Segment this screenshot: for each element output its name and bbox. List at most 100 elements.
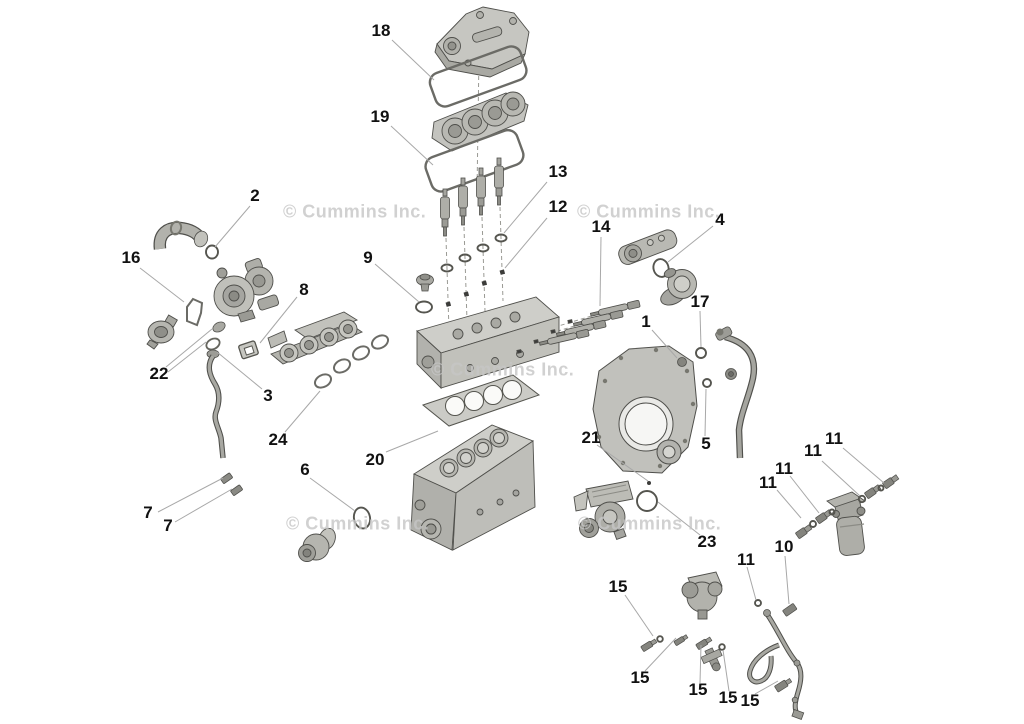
callout-1[interactable]: 1 [641,312,651,331]
leader-line-11 [789,475,820,514]
turbo-gasket [186,297,204,327]
leader-line-11 [821,460,861,497]
rocker-assembly [431,91,529,152]
head-gasket [421,374,541,427]
callout-15[interactable]: 15 [608,577,628,596]
leader-line-4 [667,225,714,263]
callout-7[interactable]: 7 [143,503,153,522]
turbo-drain-gasket [238,340,259,360]
leader-line-22 [167,341,207,373]
leader-line-15 [699,644,702,684]
callout-11[interactable]: 11 [825,429,843,448]
leader-line-16 [139,267,185,303]
callout-3[interactable]: 3 [263,386,273,405]
exhaust-outlet [146,314,178,350]
leader-line-12 [504,217,548,269]
leader-line-15 [754,680,779,695]
callout-4[interactable]: 4 [715,210,725,229]
callout-9[interactable]: 9 [363,248,373,267]
leader-line-2 [214,205,251,248]
injector-seal-washers [440,233,508,273]
leader-line-11 [842,447,885,484]
callout-10[interactable]: 10 [774,537,794,556]
leader-line-3 [216,351,263,390]
leader-line-11 [776,489,802,519]
leader-line-8 [259,296,298,344]
injector-clamps [445,269,506,307]
filter-banjo-bolts [795,474,900,539]
leader-line-14 [599,236,602,307]
callout-15[interactable]: 15 [630,668,650,687]
fuel-injectors [440,157,504,237]
leader-line-6 [309,477,356,512]
leader-line-1 [651,329,678,359]
callout-20[interactable]: 20 [365,450,385,469]
callout-17[interactable]: 17 [690,292,710,311]
fuel-injection-pump [681,571,723,620]
callout-21[interactable]: 21 [581,428,601,447]
callout-11[interactable]: 11 [804,441,822,460]
pump-fittings [640,599,798,693]
exhaust-manifold-gaskets [313,334,390,389]
leader-line-15 [722,649,730,692]
housing-plugs-washers [677,357,737,388]
vband-clamps [205,321,226,351]
leader-line-13 [503,181,548,234]
callout-22[interactable]: 22 [149,364,169,383]
leader-line-5 [704,388,707,437]
fuel-filter [826,491,866,556]
valve-cover-gasket [428,45,528,108]
air-intake-elbow [153,220,209,250]
leader-line-24 [284,390,321,433]
water-pump [298,506,372,562]
callout-15[interactable]: 15 [688,680,708,699]
callout-12[interactable]: 12 [548,197,568,216]
leader-line-22 [165,328,213,368]
callout-11[interactable]: 11 [737,550,755,569]
callout-6[interactable]: 6 [300,460,310,479]
callout-18[interactable]: 18 [371,21,391,40]
air-compressor [573,480,658,541]
callout-16[interactable]: 16 [121,248,141,267]
exhaust-manifold [267,311,363,365]
flywheel-housing [592,345,698,474]
leader-line-18 [391,39,435,81]
leader-line-7 [174,488,233,523]
callout-15[interactable]: 15 [718,688,738,707]
leader-line-21 [596,444,649,482]
turbocharger [213,258,280,323]
leader-line-9 [374,263,420,303]
leader-line-20 [385,430,439,453]
thermostat-housing [660,268,707,359]
cylinder-head [416,296,560,390]
fuel-supply-line [747,609,805,720]
callout-7[interactable]: 7 [163,516,173,535]
thermostat [415,273,434,314]
callout-11[interactable]: 11 [775,459,793,478]
callout-8[interactable]: 8 [299,280,309,299]
leader-line-23 [657,501,701,536]
callout-14[interactable]: 14 [591,217,611,236]
leader-line-15 [624,594,654,637]
callout-24[interactable]: 24 [268,430,288,449]
dipstick-tube [715,326,758,459]
callout-2[interactable]: 2 [250,186,260,205]
leader-line-7 [157,477,224,513]
engine-block [410,424,536,551]
leader-line-17 [699,310,702,348]
glow-plugs [516,299,641,354]
callout-11[interactable]: 11 [759,473,777,492]
callout-15[interactable]: 15 [740,691,760,710]
callout-23[interactable]: 23 [697,532,717,551]
callout-5[interactable]: 5 [701,434,711,453]
leader-line-15 [644,637,677,672]
intake-manifold-cover [618,229,678,278]
leader-line-19 [390,125,434,166]
leader-line-11 [746,566,757,601]
callout-19[interactable]: 19 [370,107,390,126]
intake-elbow-oring [205,244,219,260]
callout-13[interactable]: 13 [548,162,568,181]
